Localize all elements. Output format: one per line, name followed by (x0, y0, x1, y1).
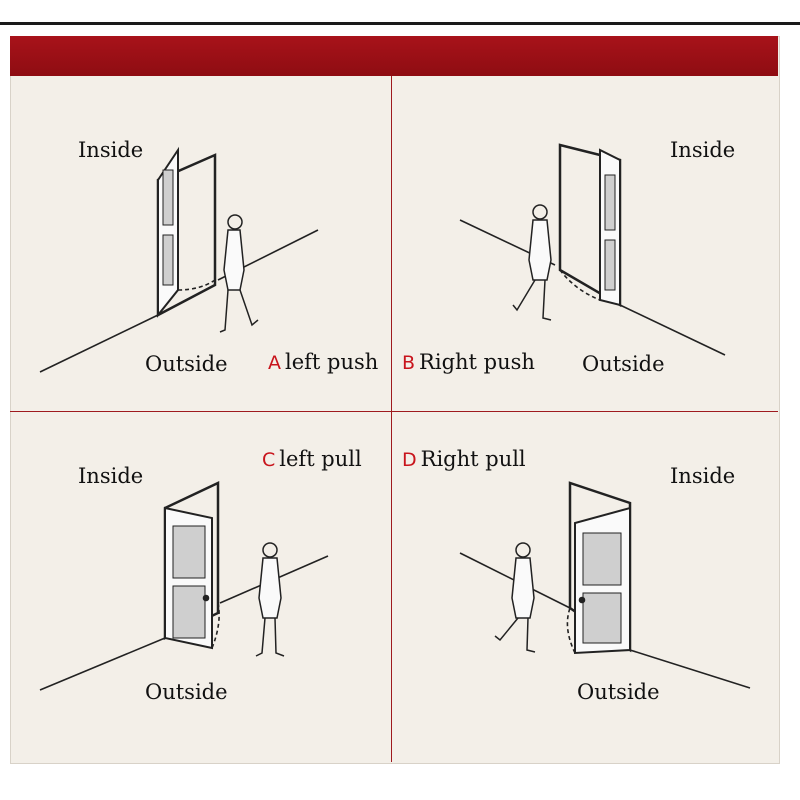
top-rule (0, 22, 800, 25)
panel-a-person (219, 214, 259, 333)
panel-b-scene (459, 143, 726, 356)
panel-d-inside-label: Inside (670, 464, 736, 488)
panel-a-door-glass-top (162, 169, 174, 226)
panel-c-person (255, 542, 285, 657)
vertical-divider (391, 76, 392, 762)
header-banner (10, 36, 778, 76)
panel-a-outside-label: Outside (145, 352, 228, 376)
panel-d-door-glass-bottom (582, 592, 622, 644)
panel-a-scene (39, 146, 319, 373)
panel-b-door-glass-top (604, 174, 616, 231)
panel-b-door-glass-bottom (604, 239, 616, 291)
panel-c-door-handle (202, 594, 210, 602)
panel-c-outside-label: Outside (145, 680, 228, 704)
panel-b-outside-label: Outside (582, 352, 665, 376)
panel-c-swing-arc (211, 602, 220, 649)
panel-a-door-glass-bottom (162, 234, 174, 286)
panel-c-title-text: left pull (279, 447, 362, 471)
panel-a-letter: A (268, 352, 281, 374)
panel-b-person (512, 204, 552, 321)
panel-d-letter: D (402, 449, 417, 471)
panel-b-floor-line (619, 304, 726, 356)
panel-d-person (494, 542, 536, 653)
panel-b-title-text: Right push (419, 350, 535, 374)
panel-d-title-text: Right pull (420, 447, 526, 471)
panel-b-inside-label: Inside (670, 138, 736, 162)
panel-d-outside-label: Outside (577, 680, 660, 704)
panel-c-inside-label: Inside (78, 464, 144, 488)
panel-c-floor-line (39, 637, 166, 691)
panel-d-swing-arc (566, 607, 576, 654)
panel-c-letter: C (262, 449, 276, 471)
panel-a-floor-line (39, 314, 159, 373)
panel-b-swing-arc (559, 269, 601, 301)
panel-c-scene (39, 481, 329, 691)
panel-d-door-glass-top (582, 532, 622, 586)
panel-d-scene (459, 481, 751, 689)
diagram-frame (10, 36, 780, 764)
panel-c-door-glass-bottom (172, 585, 206, 639)
panel-b-letter: B (402, 352, 416, 374)
panel-d-floor-line (629, 649, 751, 689)
panel-c-door-glass-top (172, 525, 206, 579)
panel-d-door-handle (578, 596, 586, 604)
horizontal-divider (10, 411, 778, 412)
panel-a-inside-label: Inside (78, 138, 144, 162)
panel-a-title-text: left push (285, 350, 379, 374)
panel-a-swing-arc (177, 279, 216, 291)
